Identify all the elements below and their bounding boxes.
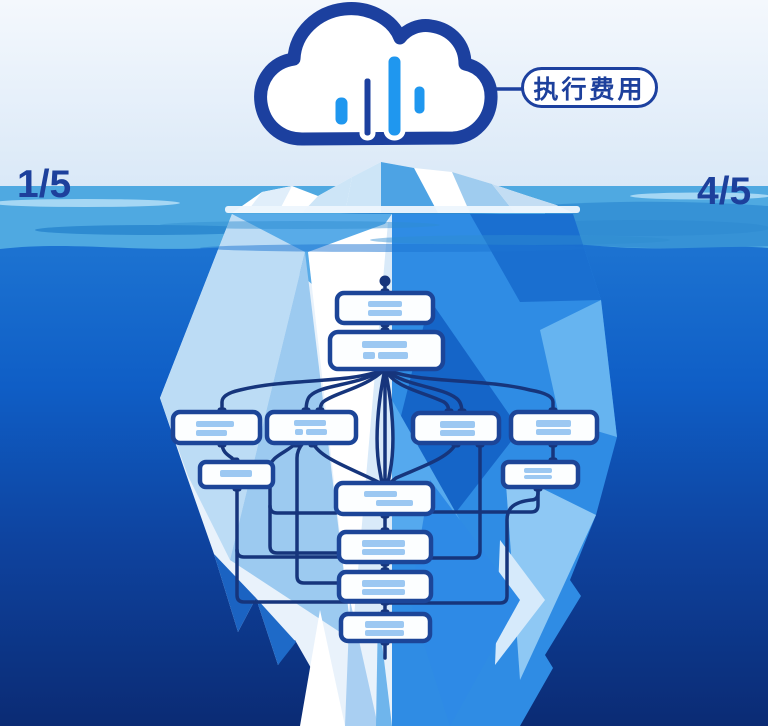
flow-node-child-right bbox=[500, 459, 581, 490]
flow-node-root bbox=[334, 290, 436, 326]
flow-node-branch-left-outer bbox=[170, 409, 263, 446]
flow-node-step-3 bbox=[338, 611, 433, 644]
flow-node-branch-right-inner bbox=[410, 410, 502, 446]
bar-chart-glyph bbox=[330, 51, 430, 141]
surface-streaks bbox=[160, 221, 670, 252]
cloud-label: 执行费用 bbox=[521, 67, 658, 108]
flowchart bbox=[170, 275, 600, 660]
flow-node-branch-right-outer bbox=[508, 409, 600, 446]
start-dot bbox=[379, 275, 391, 287]
flow-node-hub bbox=[333, 480, 436, 517]
flow-node-step-1 bbox=[336, 529, 434, 565]
cloud-bar-chart-icon bbox=[254, 2, 529, 146]
fraction-right-label: 4/5 bbox=[697, 170, 752, 213]
iceberg-above-water bbox=[225, 162, 580, 213]
flow-node-overview bbox=[327, 329, 446, 372]
flow-node-branch-left-inner bbox=[264, 409, 359, 446]
cloud-label-text: 执行费用 bbox=[533, 75, 646, 104]
fraction-left-label: 1/5 bbox=[17, 163, 72, 206]
flow-node-child-left bbox=[197, 459, 276, 490]
flow-node-step-2 bbox=[336, 569, 434, 604]
